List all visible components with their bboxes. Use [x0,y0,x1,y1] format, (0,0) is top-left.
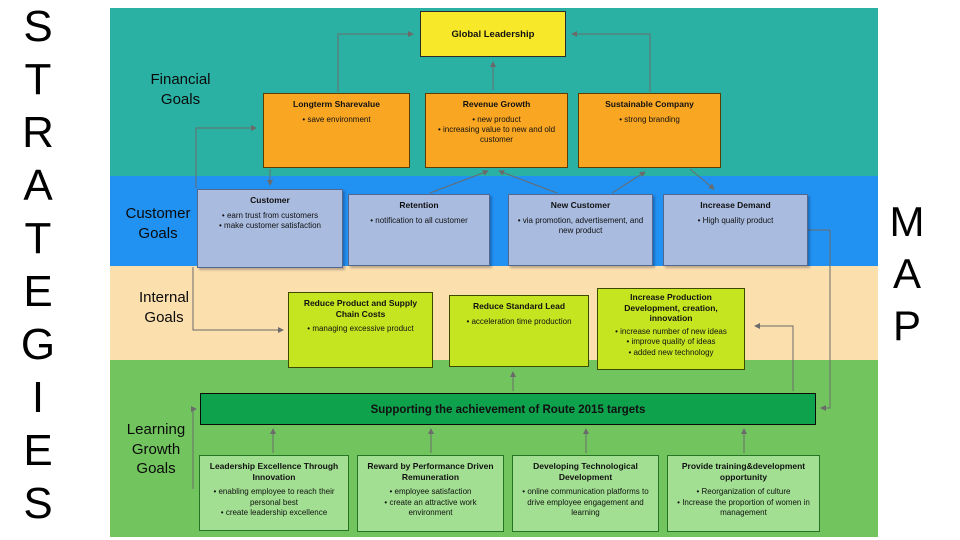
bullet-item: employee satisfaction [362,487,499,497]
bullet-item: create leadership excellence [204,508,344,518]
bullet-list: enabling employee to reach their persona… [204,487,344,518]
node-title: Supporting the achievement of Route 2015… [370,403,646,416]
node-title: Retention [399,200,439,210]
node-title: Developing Technological Development [533,461,638,482]
band-label-financial: Financial Goals [150,71,211,108]
bullet-list: High quality product [668,216,803,226]
node-retention: Retention notification to all customer [348,194,490,266]
bullet-item: Reorganization of culture [672,487,815,497]
bullet-item: increasing value to new and old customer [430,125,563,146]
bullet-item: increase number of new ideas [602,327,740,337]
node-title: Leadership Excellence Through Innovation [209,461,339,482]
band-label-internal: Internal Goals [138,289,190,326]
band-label-learning: Learning Growth Goals [126,421,186,477]
node-route-2015-banner: Supporting the achievement of Route 2015… [200,393,816,425]
node-title: Longterm Sharevalue [293,99,380,109]
bullet-list: increase number of new ideas improve qua… [602,327,740,358]
node-increase-production-development: Increase Production Development, creatio… [597,288,745,370]
bullet-list: notification to all customer [353,216,485,226]
bullet-list: new product increasing value to new and … [430,115,563,146]
bullet-list: Reorganization of culture Increase the p… [672,487,815,518]
node-new-customer: New Customer via promotion, advertisemen… [508,194,653,266]
node-title: Reduce Standard Lead [472,301,566,311]
bullet-list: earn trust from customers make customer … [202,211,338,232]
node-reward-remuneration: Reward by Performance Driven Remuneratio… [357,455,504,532]
bullet-item: make customer satisfaction [202,221,338,231]
bullet-list: online communication platforms to drive … [517,487,654,518]
node-reduce-standard-lead: Reduce Standard Lead acceleration time p… [449,295,589,367]
node-leadership-excellence: Leadership Excellence Through Innovation… [199,455,349,531]
node-revenue-growth: Revenue Growth new product increasing va… [425,93,568,168]
node-customer: Customer earn trust from customers make … [197,189,343,268]
vertical-label-map: M A P [889,198,925,349]
bullet-item: via promotion, advertisement, and new pr… [513,216,648,237]
bullet-list: save environment [268,115,405,125]
node-provide-training-development: Provide training&development opportunity… [667,455,820,532]
node-title: Customer [250,195,290,205]
node-title: Global Leadership [451,29,535,41]
bullet-item: High quality product [668,216,803,226]
node-title: Increase Production Development, creatio… [624,292,718,324]
bullet-item: Increase the proportion of women in mana… [672,498,815,519]
bullet-list: employee satisfaction create an attracti… [362,487,499,518]
band-label-customer: Customer Goals [125,205,191,242]
bullet-item: save environment [268,115,405,125]
node-sustainable-company: Sustainable Company strong branding [578,93,721,168]
bullet-list: managing excessive product [293,324,428,334]
node-title: Provide training&development opportunity [681,461,806,482]
bullet-item: improve quality of ideas [602,337,740,347]
bullet-item: earn trust from customers [202,211,338,221]
node-title: Revenue Growth [462,99,531,109]
bullet-list: via promotion, advertisement, and new pr… [513,216,648,237]
bullet-item: create an attractive work environment [362,498,499,519]
bullet-item: added new technology [602,348,740,358]
node-reduce-product-supply-chain-costs: Reduce Product and Supply Chain Costs ma… [288,292,433,368]
bullet-item: new product [430,115,563,125]
node-developing-technological-development: Developing Technological Development onl… [512,455,659,532]
node-global-leadership: Global Leadership [420,11,566,57]
bullet-item: acceleration time production [454,317,584,327]
bullet-list: strong branding [583,115,716,125]
bullet-item: enabling employee to reach their persona… [204,487,344,508]
node-longterm-sharevalue: Longterm Sharevalue save environment [263,93,410,168]
node-title: Reward by Performance Driven Remuneratio… [367,461,494,482]
bullet-item: managing excessive product [293,324,428,334]
bullet-list: acceleration time production [454,317,584,327]
node-title: Reduce Product and Supply Chain Costs [303,298,418,319]
bullet-item: online communication platforms to drive … [517,487,654,518]
node-title: Increase Demand [700,200,771,210]
vertical-label-strategies: S T R A T E G I E S [20,2,56,528]
node-title: Sustainable Company [605,99,694,109]
node-title: New Customer [550,200,611,210]
bullet-item: strong branding [583,115,716,125]
node-increase-demand: Increase Demand High quality product [663,194,808,266]
bullet-item: notification to all customer [353,216,485,226]
